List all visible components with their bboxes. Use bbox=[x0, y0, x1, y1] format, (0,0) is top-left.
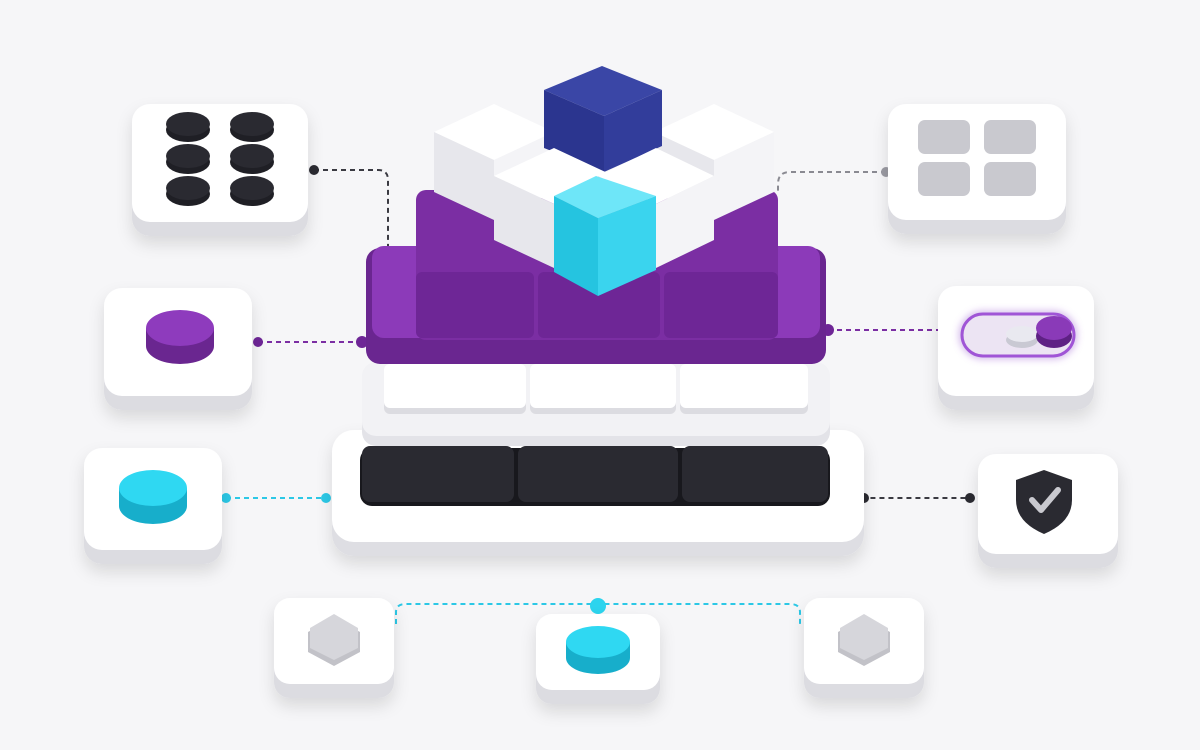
endpoint-dot bbox=[965, 493, 975, 503]
endpoint-dot bbox=[253, 337, 263, 347]
shield-check-icon bbox=[1016, 470, 1072, 534]
endpoint-dot bbox=[590, 598, 606, 614]
dot-grid-icon bbox=[166, 112, 274, 206]
endpoint-dot bbox=[309, 165, 319, 175]
dark-base-layer bbox=[360, 446, 830, 506]
hexagon-icon bbox=[838, 614, 890, 666]
cyan-cube bbox=[554, 176, 656, 296]
white-middle-layer bbox=[362, 362, 830, 446]
node-dots-grid[interactable] bbox=[132, 104, 308, 236]
cube-cluster bbox=[434, 66, 774, 296]
toggle-switch-icon[interactable] bbox=[960, 312, 1076, 358]
node-tile-grid[interactable] bbox=[888, 104, 1066, 234]
central-stack bbox=[332, 66, 864, 556]
cyan-disc-icon bbox=[566, 626, 630, 674]
purple-disc-icon bbox=[146, 310, 214, 364]
endpoint-dot bbox=[356, 336, 368, 348]
connector-tile-grid bbox=[777, 171, 886, 192]
navy-cube bbox=[544, 66, 662, 172]
endpoint-dot bbox=[321, 493, 331, 503]
tile-grid-icon bbox=[918, 120, 1036, 196]
cyan-disc-icon bbox=[119, 470, 187, 524]
hexagon-icon bbox=[308, 614, 360, 666]
connector-dots-grid bbox=[314, 169, 389, 248]
endpoint-dot bbox=[221, 493, 231, 503]
